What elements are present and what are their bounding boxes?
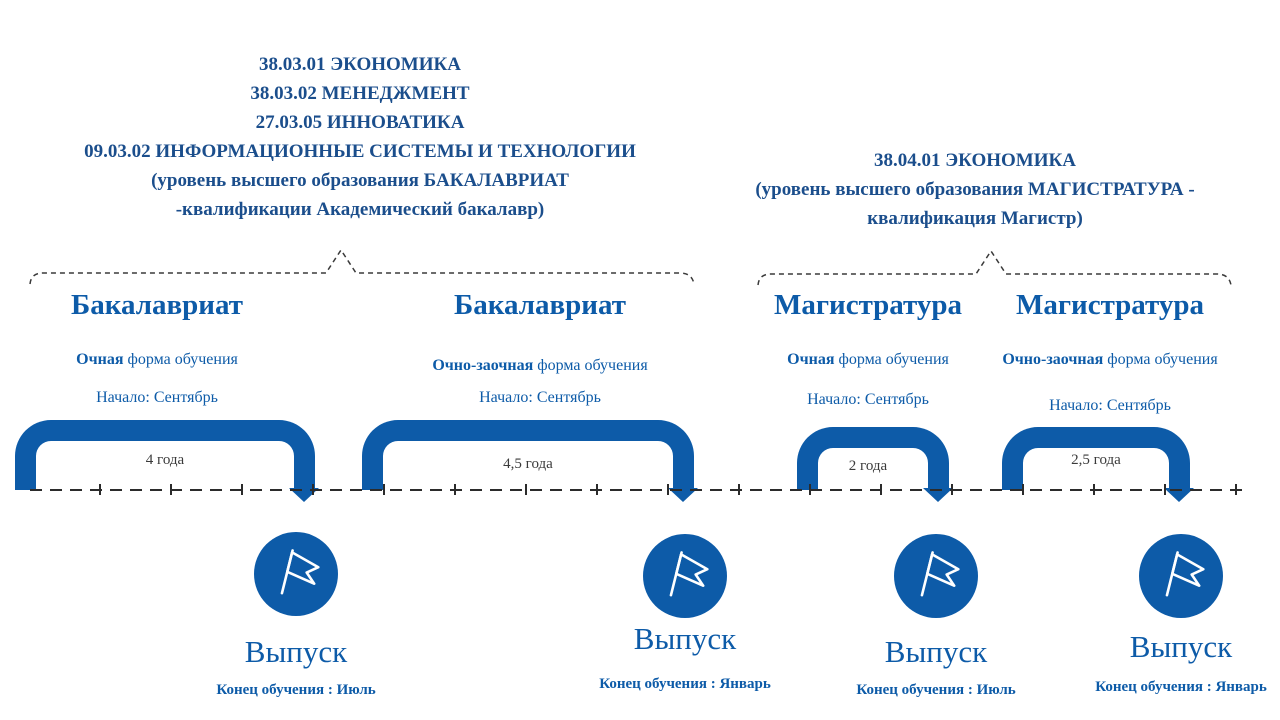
study-form-rest: форма обучения bbox=[834, 351, 949, 368]
study-form: Очная форма обучения bbox=[738, 350, 998, 370]
study-form-type: Очная bbox=[787, 351, 835, 368]
study-form: Очная форма обучения bbox=[27, 350, 287, 370]
header-line: (уровень высшего образования БАКАЛАВРИАТ bbox=[151, 170, 569, 191]
timeline-axis bbox=[30, 489, 1250, 491]
duration-label: 4 года bbox=[145, 452, 185, 468]
start-date: Начало: Сентябрь bbox=[96, 389, 218, 406]
study-form: Очно-заочная форма обучения bbox=[980, 350, 1240, 370]
end-date: Конец обучения : Январь bbox=[1095, 679, 1267, 695]
flag-icon bbox=[643, 534, 727, 618]
header-line: 38.03.01 ЭКОНОМИКА bbox=[259, 54, 461, 75]
header-line: (уровень высшего образования МАГИСТРАТУР… bbox=[755, 179, 1195, 200]
program-title: Магистратура bbox=[1015, 289, 1205, 321]
end-date: Конец обучения : Июль bbox=[216, 682, 376, 698]
graduation-label: Выпуск bbox=[244, 634, 348, 669]
program-title: Бакалавриат bbox=[71, 289, 243, 321]
duration-arc bbox=[1002, 427, 1190, 490]
flag-icon bbox=[894, 534, 978, 618]
start-date: Начало: Сентябрь bbox=[807, 391, 929, 408]
study-form: Очно-заочная форма обучения bbox=[410, 356, 670, 376]
study-form-type: Очно-заочная bbox=[1002, 351, 1104, 368]
header-line: квалификация Магистр) bbox=[867, 208, 1083, 229]
header-line: 38.04.01 ЭКОНОМИКА bbox=[874, 150, 1076, 171]
end-date: Конец обучения : Январь bbox=[599, 676, 771, 692]
bachelor-header: 38.03.01 ЭКОНОМИКА 38.03.02 МЕНЕДЖМЕНТ 2… bbox=[20, 50, 700, 224]
duration-label: 4,5 года bbox=[503, 456, 553, 472]
brace-left bbox=[29, 248, 695, 285]
graduation-label: Выпуск bbox=[1129, 629, 1233, 664]
header-line: 27.03.05 ИННОВАТИКА bbox=[255, 112, 465, 133]
duration-label: 2 года bbox=[848, 458, 888, 474]
duration-arc bbox=[362, 420, 694, 490]
brace-right bbox=[757, 249, 1232, 286]
header-line: 38.03.02 МЕНЕДЖМЕНТ bbox=[250, 83, 470, 104]
flag-icon bbox=[254, 532, 338, 616]
study-form-rest: форма обучения bbox=[1103, 351, 1218, 368]
start-date: Начало: Сентябрь bbox=[1049, 397, 1171, 414]
graduation-label: Выпуск bbox=[884, 634, 988, 669]
header-line: -квалификации Академический бакалавр) bbox=[175, 199, 545, 220]
header-line: 09.03.02 ИНФОРМАЦИОННЫЕ СИСТЕМЫ И ТЕХНОЛ… bbox=[84, 141, 636, 162]
graduation-label: Выпуск bbox=[633, 621, 737, 656]
start-date: Начало: Сентябрь bbox=[479, 389, 601, 406]
duration-arc bbox=[15, 420, 315, 490]
end-date: Конец обучения : Июль bbox=[856, 682, 1016, 698]
program-title: Магистратура bbox=[773, 289, 963, 321]
study-form-rest: форма обучения bbox=[123, 351, 238, 368]
master-header: 38.04.01 ЭКОНОМИКА (уровень высшего обра… bbox=[700, 146, 1250, 233]
program-title: Бакалавриат bbox=[454, 289, 626, 321]
study-form-type: Очная bbox=[76, 351, 124, 368]
flag-icon bbox=[1139, 534, 1223, 618]
study-form-rest: форма обучения bbox=[533, 357, 648, 374]
study-form-type: Очно-заочная bbox=[432, 357, 534, 374]
duration-label: 2,5 года bbox=[1071, 452, 1121, 468]
